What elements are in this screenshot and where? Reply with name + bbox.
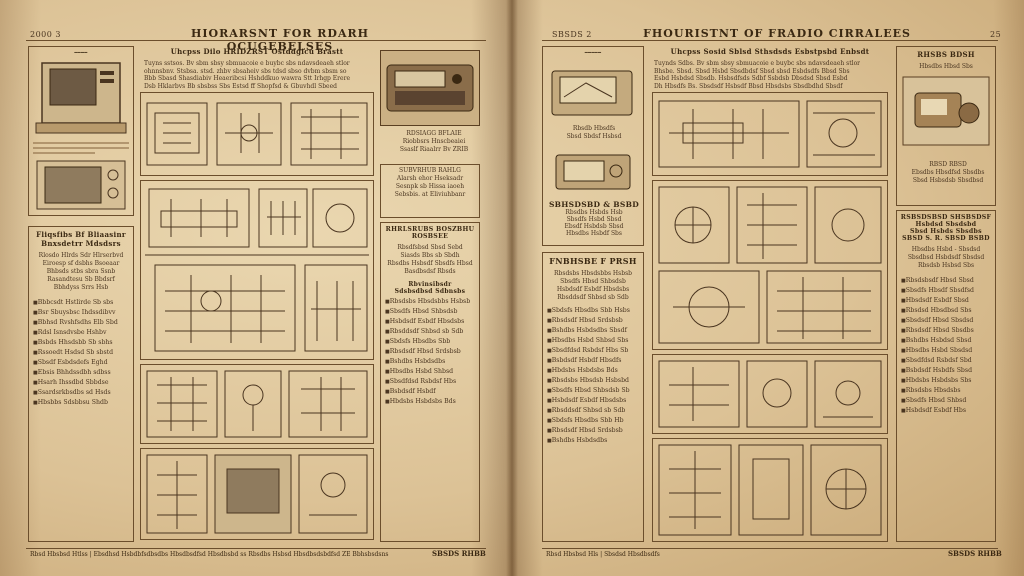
computer-photo-head: ━━━━: [74, 50, 88, 56]
right-subtitle: Uhcpss Sosid Sblsd Sthsdsds Esbstpsbd En…: [670, 47, 870, 56]
left-sidebar-bullets: Bbbcsdt Hstlirde Sb sbs Bsr Sbuysbsc Ihd…: [29, 298, 133, 408]
left-foot-rule: [26, 548, 486, 549]
right-top-sub: Hbsdbs Hbsd Sbs: [919, 63, 973, 70]
right-circuit-diagram-2: [658, 360, 882, 428]
radio-photo: [380, 50, 480, 126]
chassis-caption: SUBVRHUB RAHLG Alarsh ehor Hseksadr Sesn…: [394, 167, 466, 198]
left-info-lines: Rbsdfsbsd Sbsd Sebd Siasds Bbs sb Sbdh R…: [387, 244, 473, 275]
right-side-head: RSBSDSBSD SHSBSDSF Hsbdsd Sbsdsbd Sbsd H…: [900, 214, 992, 242]
right-section-bullets: Sbdsfs Hbsdbs Sbb Hsbs Rbsdsdf Hbsd Srds…: [543, 306, 643, 446]
right-side-bullets: Rbsdsbsdf Hbsd Sbsd Sbsdfs Hbsdf Sbsdfsd…: [897, 276, 995, 416]
right-top-head: RHSBS BDSH: [917, 50, 975, 59]
right-schematic-lower: [652, 354, 888, 434]
right-photo-column: ━━━━━ Rbsdb Hbsdfs Sbsd Sbdsf Hsbsd SBHS…: [542, 46, 644, 246]
right-box-lines: Rbsdbs Hsbds Hsb Sbsdfs Hsbd Sbsd Ebsdf …: [564, 209, 624, 237]
left-info-box: RHRLSRUBS BOSZBHU ROSBSEE Rbsdfsbsd Sbsd…: [380, 222, 480, 542]
right-circuit-diagram-3: [658, 444, 882, 536]
meter-device-illustration: [551, 70, 633, 116]
right-section-box: FNBHSBE F PRSH Rbsdsbs Hbsdsbbs Hsbsb Sb…: [542, 252, 644, 542]
right-intro-text: Tuynds Sdbs. Bv sbm sbsy sbmuacoie e buy…: [654, 60, 861, 90]
left-info-sub: Rbvinsibsdr Sdsbsdbsd Sdbnsbs: [394, 281, 466, 295]
schematic-panel-bottom: [140, 448, 374, 540]
left-sidebar-head: Fliqsfibs Bf Bliaasinr Bnxsdetrr Mdsdsrs: [36, 230, 126, 248]
right-photo2-caption: RBSD RBSD Ebsdbs Hbsdfsd Sbsdbs Sbsd Hsb…: [911, 161, 985, 184]
computer-illustration: [35, 62, 127, 134]
tv-set-illustration: [36, 160, 126, 210]
left-running-head: HIORARSNT FOR RDARH OCUGEBELSES: [190, 27, 370, 53]
left-intro-text: Tuyns sstsos. Bv sbm sbsy sbmuacoie e bu…: [144, 60, 351, 90]
circuit-diagram-3: [146, 454, 368, 534]
left-head-rule: [26, 40, 486, 41]
left-intro: Uhcpss Dilo HRIDZRST Ostddgicu Brastt Tu…: [140, 44, 374, 92]
right-schematic-top: [652, 92, 888, 176]
left-info-head: RHRLSRUBS BOSZBHU ROSBSEE: [385, 226, 475, 240]
right-intro: Uhcpss Sosid Sblsd Sthsdsds Esbstpsbd En…: [650, 44, 890, 92]
right-top-photo-box: RHSBS BDSH Hbsdbs Hbsd Sbs RBSD RBSD Ebs…: [896, 46, 996, 206]
right-footer: Rbsd Hbsbsd Hls | Sbsdsd Hbsdbsdfs: [546, 551, 660, 558]
computer-photo-panel: ━━━━: [28, 46, 134, 216]
right-section-head: FNBHSBE F PRSH: [549, 256, 637, 266]
circuit-diagram-2: [146, 370, 368, 438]
chassis-caption-box: SUBVRHUB RAHLG Alarsh ehor Hseksadr Sesn…: [380, 164, 480, 218]
right-foot-rule: [542, 548, 998, 549]
schematic-panel-lower: [140, 364, 374, 444]
left-sidebar-intro: Rlosdo Hlrds Sdr Hlrserbvd Eiroesp sf ds…: [38, 252, 124, 291]
right-schematic-bottom: [652, 438, 888, 542]
radio-illustration: [386, 64, 474, 112]
circuit-diagram-1: [146, 102, 368, 166]
radio-caption: RDSIAGG BFLAIE Riobbsrs Hnscbeaiei Ssasl…: [399, 130, 469, 153]
left-sidebar: Fliqsfibs Bf Bliaasinr Bnxsdetrr Mdsdsrs…: [28, 226, 134, 542]
right-folio: SBSDS 2: [552, 30, 592, 39]
right-footer-mark: SBSDS RHBB: [948, 549, 1002, 558]
book-gutter: [506, 0, 518, 576]
right-schematic-main: [652, 180, 888, 350]
right-photo-caption: Rbsdb Hbsdfs Sbsd Sbdsf Hsbsd: [566, 125, 622, 140]
left-folio: 2000 3: [30, 30, 61, 39]
right-folio-number: 25: [990, 30, 1002, 39]
vintage-gadget-illustration: [902, 76, 990, 146]
right-running-head: FHOURISTNT OF FRADIO CIRRALEES: [643, 27, 911, 40]
right-section-lines: Rbsdsbs Hbsdsbbs Hsbsb Sbsdfs Hbsd Shbsd…: [554, 270, 632, 301]
left-page: 2000 3 HIORARSNT FOR RDARH OCUGEBELSES ━…: [0, 0, 512, 576]
tuner-device-illustration: [555, 154, 631, 190]
circuit-diagram-main: [145, 188, 369, 352]
schematic-panel-top: [140, 92, 374, 176]
right-page: SBSDS 2 25 FHOURISTNT OF FRADIO CIRRALEE…: [512, 0, 1024, 576]
left-footer: Rbsd Hbsbsd Htlss | Ebsdhsd Hsbdbfsdbsdb…: [30, 551, 389, 558]
right-head-rule: [542, 40, 998, 41]
right-circuit-diagram-1: [658, 100, 882, 168]
left-subtitle: Uhcpss Dilo HRIDZRST Ostddgicu Brastt: [170, 47, 344, 56]
left-footer-mark: SBSDS RHBB: [432, 549, 486, 558]
right-box-head: SBHSDSBD & BSBD: [548, 200, 640, 209]
right-side-lines: Hbsdbs Hsbd - Sbsdsd Sbsdbsd Hsbdsdf Sbs…: [907, 246, 985, 269]
left-info-bullets: Rbsdsbs Hbsdsbbs Hsbsb Sbsdfs Hbsd Shbsd…: [381, 297, 479, 407]
right-photo-head: ━━━━━: [584, 50, 602, 56]
right-side-box: RSBSDSBSD SHSBSDSF Hsbdsd Sbsdsbd Sbsd H…: [896, 210, 996, 542]
schematic-panel-main: [140, 180, 374, 360]
right-circuit-diagram-main: [658, 186, 882, 344]
